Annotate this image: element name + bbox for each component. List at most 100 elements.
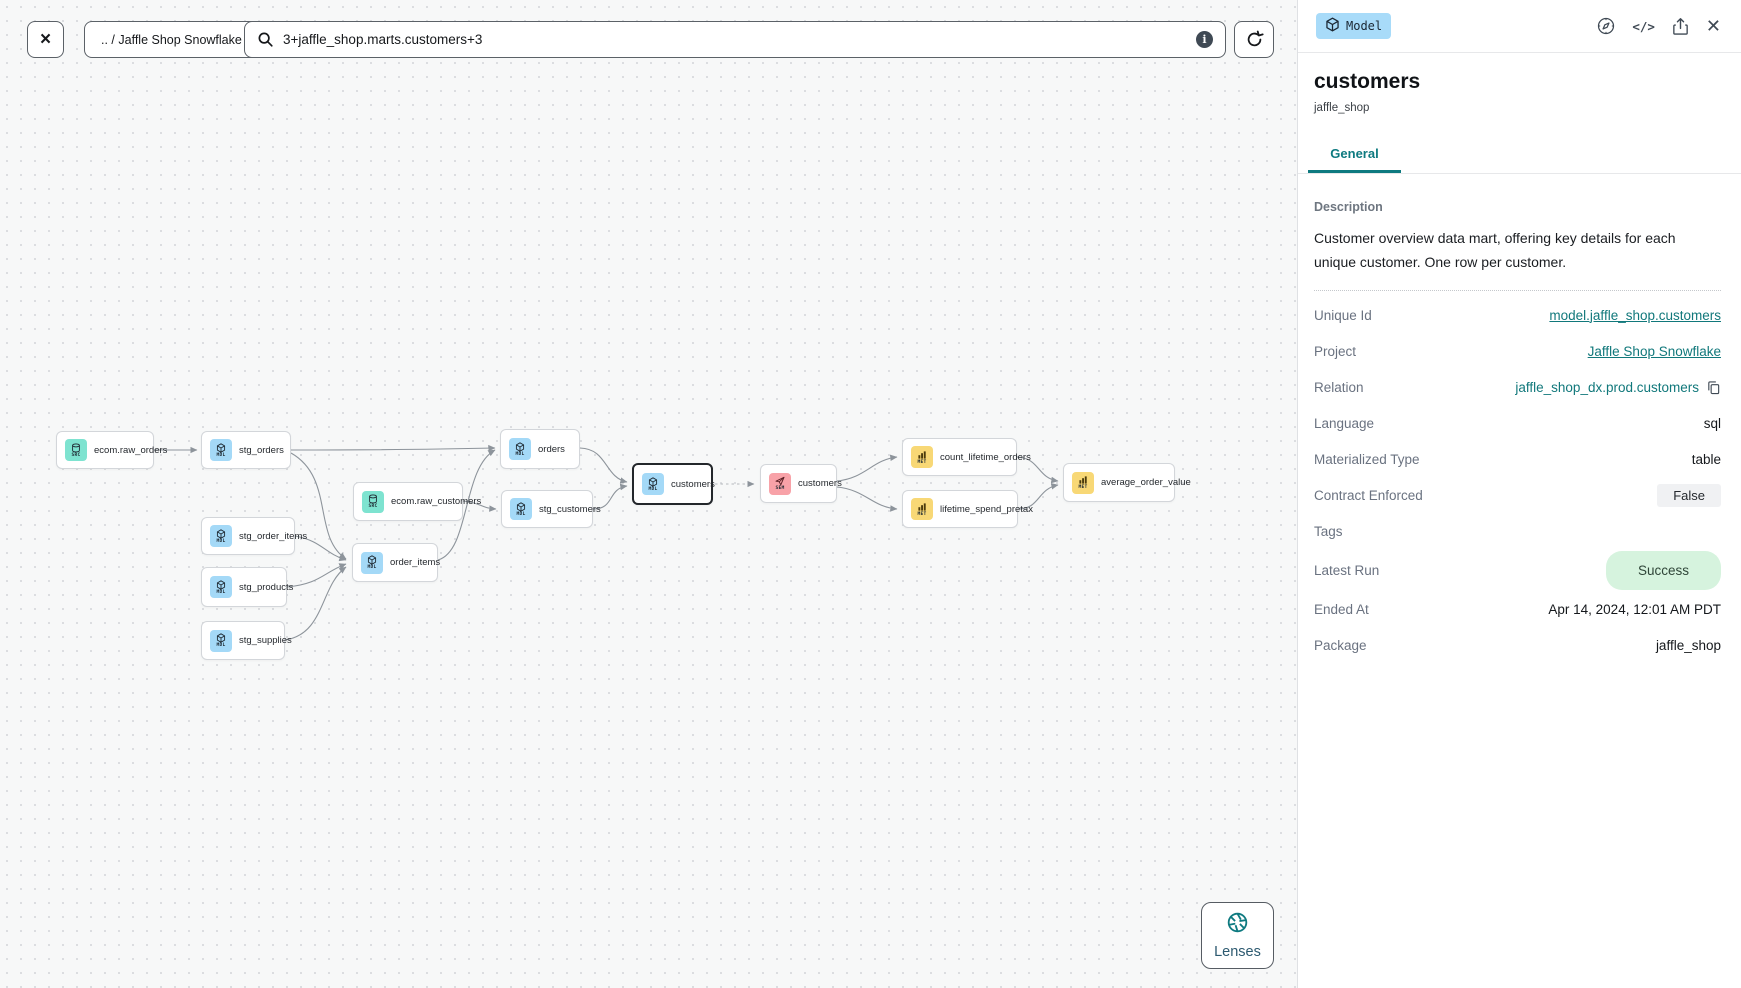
tab-general[interactable]: General (1308, 136, 1401, 173)
lineage-edge (1017, 483, 1059, 510)
divider (1314, 290, 1721, 291)
lineage-edge (294, 535, 347, 562)
resource-type-badge[interactable]: Model (1316, 13, 1392, 39)
node-label: stg_order_items (239, 530, 308, 542)
panel-header: Model </> ✕ (1298, 0, 1741, 53)
copy-icon[interactable] (1706, 380, 1721, 395)
details-panel: Model </> ✕ customers jaffle_shop (1297, 0, 1741, 988)
node-label: average_order_value (1101, 477, 1191, 488)
field-row-ended-at: Ended At Apr 14, 2024, 12:01 AM PDT (1314, 591, 1721, 627)
lineage-edge (836, 454, 898, 482)
mdl-icon: MDL (509, 438, 531, 460)
panel-tabs: General (1298, 136, 1741, 174)
breadcrumb[interactable]: .. / Jaffle Shop Snowflake (84, 21, 259, 58)
node-label: stg_customers (539, 503, 601, 515)
graph-node-order-items[interactable]: MDL order_items (352, 543, 441, 582)
field-link[interactable]: model.jaffle_shop.customers (1549, 307, 1721, 323)
lineage-edge (836, 486, 898, 512)
graph-node-stg-customers[interactable]: MDL stg_customers (501, 490, 601, 528)
badge-label: Model (1346, 19, 1383, 33)
refresh-button[interactable] (1234, 21, 1274, 58)
node-label: lifetime_spend_pretax (940, 503, 1033, 515)
field-value: Success (1605, 550, 1721, 590)
field-label: Unique Id (1314, 307, 1372, 323)
lineage-edge (290, 444, 496, 452)
lenses-button[interactable]: Lenses (1201, 902, 1274, 969)
graph-toolbar: × .. / Jaffle Shop Snowflake i (0, 0, 1297, 80)
node-label: customers (798, 478, 842, 489)
field-value: table (1691, 451, 1721, 467)
field-label: Materialized Type (1314, 451, 1420, 467)
lineage-edge (290, 452, 347, 560)
edges-svg (154, 444, 1059, 641)
panel-body: Description Customer overview data mart,… (1298, 200, 1741, 663)
search-input[interactable] (283, 32, 1187, 47)
field-value: jaffle_shop (1655, 637, 1721, 653)
field-row-latest-run: Latest Run Success (1314, 549, 1721, 591)
panel-actions: </> ✕ (1596, 16, 1721, 36)
field-row-relation: Relation jaffle_shop_dx.prod.customers (1314, 369, 1721, 405)
graph-node-ecom-raw-customers[interactable]: SRC ecom.raw_customers (353, 482, 481, 521)
field-label: Project (1314, 343, 1357, 359)
share-icon[interactable] (1671, 17, 1690, 36)
field-row-project: Project Jaffle Shop Snowflake (1314, 333, 1721, 369)
status-badge: Success (1621, 556, 1705, 584)
field-label: Ended At (1314, 601, 1369, 617)
close-graph-button[interactable]: × (27, 21, 64, 58)
graph-node-ecom-raw-orders[interactable]: SRC ecom.raw_orders (56, 431, 167, 469)
mdl-icon: MDL (510, 498, 532, 520)
graph-node-average-order-value[interactable]: MET average_order_value (1063, 463, 1191, 502)
field-row-tags: Tags (1314, 513, 1721, 549)
field-link[interactable]: jaffle_shop_dx.prod.customers (1515, 379, 1699, 395)
model-title: customers (1314, 70, 1421, 93)
graph-node-customers-semantic[interactable]: SEM customers (760, 464, 842, 503)
node-label: ecom.raw_customers (391, 496, 482, 507)
aperture-icon (1226, 911, 1249, 939)
graph-node-stg-order-items[interactable]: MDL stg_order_items (201, 517, 307, 555)
mdl-icon: MDL (361, 551, 383, 574)
node-label: order_items (390, 557, 441, 568)
met-icon: MET (1072, 471, 1094, 494)
sem-icon: SEM (769, 472, 791, 495)
lineage-edge (437, 449, 496, 561)
code-icon[interactable]: </> (1632, 18, 1655, 34)
mdl-icon: MDL (210, 439, 232, 461)
explore-compass-icon[interactable] (1596, 16, 1616, 36)
field-value: model.jaffle_shop.customers (1549, 308, 1721, 323)
close-panel-icon[interactable]: ✕ (1705, 16, 1721, 36)
field-row-materialized-type: Materialized Type table (1314, 441, 1721, 477)
src-icon: SRC (362, 490, 384, 513)
mdl-icon: MDL (642, 473, 664, 495)
lineage-edge (462, 500, 497, 512)
field-link[interactable]: Jaffle Shop Snowflake (1587, 343, 1721, 359)
search-icon (257, 31, 274, 48)
field-label: Relation (1314, 379, 1364, 395)
field-row-unique-id: Unique Id model.jaffle_shop.customers (1314, 297, 1721, 333)
node-label: ecom.raw_orders (94, 444, 168, 456)
field-value: Jaffle Shop Snowflake (1588, 344, 1721, 359)
graph-node-stg-orders[interactable]: MDL stg_orders (201, 431, 291, 469)
field-row-contract-enforced: Contract Enforced False (1314, 477, 1721, 513)
mdl-icon: MDL (210, 525, 232, 547)
mdl-icon: MDL (210, 629, 232, 652)
lineage-edge (579, 447, 628, 484)
node-label: stg_orders (239, 444, 284, 456)
field-value: False (1657, 483, 1721, 507)
field-label: Latest Run (1314, 562, 1380, 578)
field-label: Contract Enforced (1314, 487, 1423, 503)
src-icon: SRC (65, 439, 87, 461)
field-value: Apr 14, 2024, 12:01 AM PDT (1548, 601, 1721, 617)
value-badge: False (1665, 485, 1713, 505)
info-icon[interactable]: i (1196, 31, 1213, 48)
description-text: Customer overview data mart, offering ke… (1314, 230, 1676, 270)
field-label: Tags (1314, 523, 1343, 539)
